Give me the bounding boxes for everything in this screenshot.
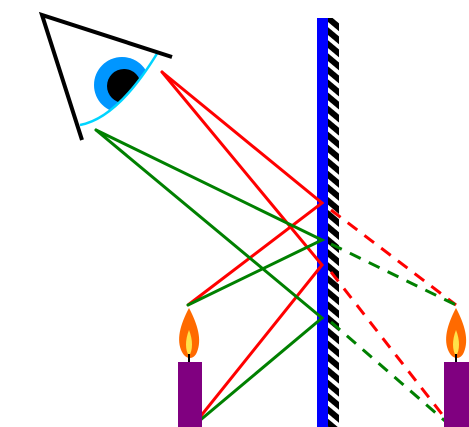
mirror [317, 18, 339, 427]
red-ray-top-flame [162, 72, 322, 305]
candle-image-body [444, 362, 469, 427]
candle-object [178, 308, 202, 427]
virtual-rays [331, 210, 456, 427]
virtual-red-ray-top [331, 210, 456, 305]
candle-object-body [178, 362, 202, 427]
mirror-front-surface [317, 18, 328, 427]
candle-image [444, 308, 469, 427]
eye [42, 15, 172, 140]
real-rays [96, 72, 322, 427]
mirror-back-hatching [327, 18, 339, 427]
virtual-green-ray-bottom [331, 322, 452, 427]
